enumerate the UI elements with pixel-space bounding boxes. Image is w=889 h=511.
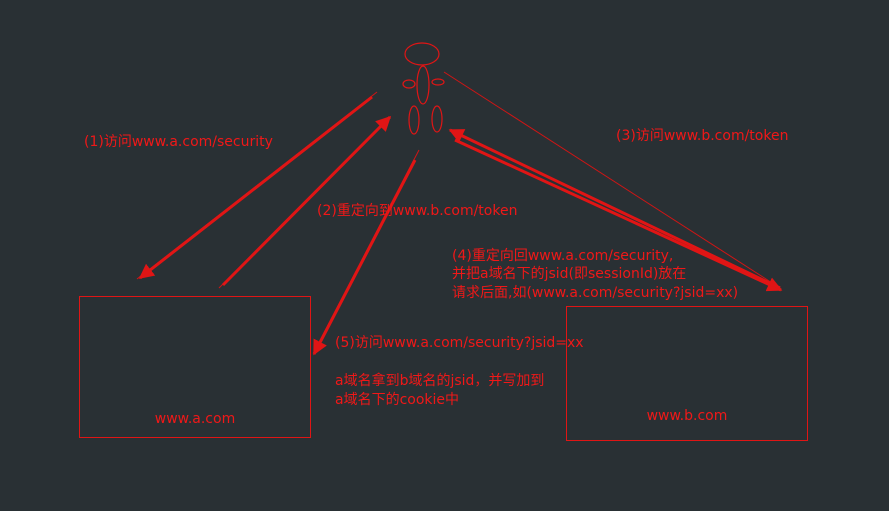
user-head [404, 42, 440, 66]
step4-label-line2: 并把a域名下的jsid(即sessionId)放在 [452, 266, 687, 282]
user-right-arm [431, 78, 445, 86]
step1-label: (1)访问www.a.com/security [84, 134, 273, 150]
site-a-box: www.a.com [79, 296, 311, 438]
user-body [416, 65, 430, 105]
bold-arrows [138, 95, 783, 356]
site-b-box: www.b.com [566, 306, 808, 441]
arrow-step2-to-user [221, 115, 392, 287]
arrow-step4-to-user [448, 128, 781, 290]
site-b-label: www.b.com [646, 408, 728, 424]
arrow-step3-to-b [454, 138, 783, 292]
user-right-leg [431, 105, 443, 133]
user-left-leg [408, 105, 420, 135]
step2-label: (2)重定向到www.b.com/token [317, 203, 518, 219]
step4-label-line1: (4)重定向回www.a.com/security, [452, 248, 674, 264]
arrow-step5-to-a [312, 159, 417, 356]
step5-label: (5)访问www.a.com/security?jsid=xx [335, 335, 584, 351]
step3-label: (3)访问www.b.com/token [616, 128, 789, 144]
user-left-arm [402, 79, 416, 89]
note-line2: a域名下的cookie中 [335, 392, 460, 408]
arrow-step1-to-a [138, 95, 373, 280]
user-figure-icon [402, 42, 445, 135]
note-line1: a域名拿到b域名的jsid，并写加到 [335, 373, 545, 389]
site-a-label: www.a.com [154, 411, 236, 427]
connector-user-to-b [443, 71, 781, 289]
step4-label-line3: 请求后面,如(www.a.com/security?jsid=xx) [452, 285, 739, 301]
